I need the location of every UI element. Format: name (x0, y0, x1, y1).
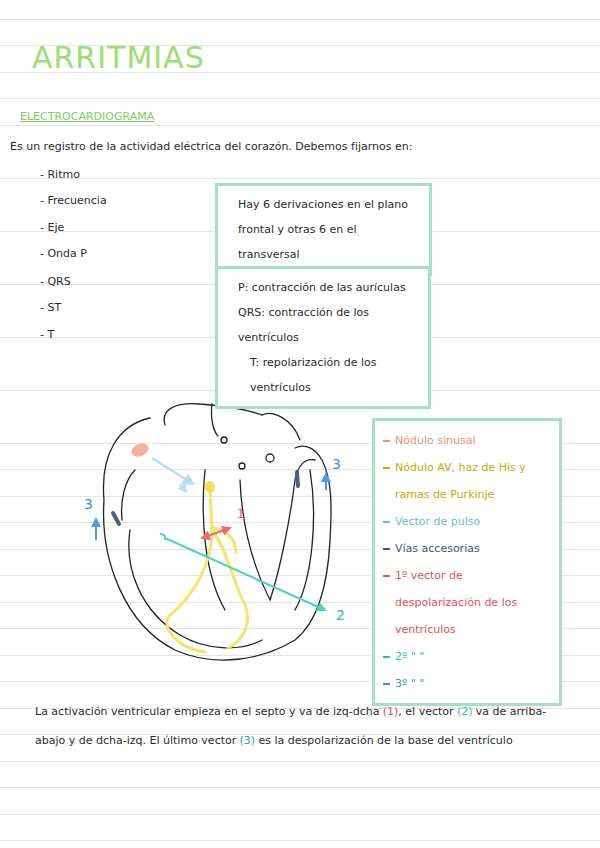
note-text: T: repolarización de los ventrículos (228, 350, 418, 400)
pulse-vector (152, 458, 193, 484)
paragraph-text: (1) (383, 705, 399, 718)
list-item: - Frecuencia (40, 194, 107, 207)
second-vector (160, 534, 165, 540)
legend-swatch (383, 467, 390, 469)
legend-text: Nódulo AV, haz de His y ramas de Purkinj… (395, 454, 551, 508)
legend-text: Vector de pulso (395, 508, 480, 535)
accessory-path (113, 513, 119, 524)
second-vector (165, 538, 325, 610)
legend-swatch (383, 656, 390, 658)
pulse-vector (180, 484, 186, 492)
note-text: P: contracción de las aurículas (228, 275, 418, 300)
accessory-path (297, 472, 298, 486)
first-vector (202, 528, 230, 538)
legend-row: Nódulo AV, haz de His y ramas de Purkinj… (383, 454, 551, 508)
list-item: - Ritmo (40, 168, 80, 181)
callout-number: 2 (336, 607, 345, 623)
av-node (205, 481, 215, 493)
list-item: - Eje (40, 221, 64, 234)
note-box: Hay 6 derivaciones en el plano frontal y… (215, 183, 432, 276)
legend-text: Vías accesorias (395, 535, 480, 562)
legend-row: Vías accesorias (383, 535, 551, 562)
callout-number: 1 (237, 507, 245, 521)
conduction-path (167, 490, 248, 652)
third-vector (325, 474, 327, 490)
list-item: - T (40, 328, 54, 341)
sinus-node (129, 441, 150, 459)
note-box: P: contracción de las aurículasQRS: cont… (215, 266, 431, 409)
callout-number: 3 (84, 496, 93, 512)
paragraph-text: (2) (457, 705, 473, 718)
intro-text: Es un registro de la actividad eléctrica… (10, 140, 570, 153)
callout-number: 3 (332, 456, 341, 472)
legend-box: Nódulo sinusalNódulo AV, haz de His y ra… (372, 418, 562, 706)
paragraph-text: La activación ventricular empieza en el … (35, 705, 379, 718)
section-heading: ELECTROCARDIOGRAMA (20, 110, 154, 123)
legend-row: Nódulo sinusal (383, 427, 551, 454)
heart-outline (103, 404, 331, 660)
legend-swatch (383, 575, 390, 577)
legend-row: 1º vector de despolarización de los vent… (383, 562, 551, 643)
legend-text: Nódulo sinusal (395, 427, 475, 454)
legend-swatch (383, 440, 390, 442)
legend-text: 2º " " (395, 643, 424, 670)
list-item: - Onda P (40, 247, 87, 260)
paragraph-text: es la despolarización de la base del ven… (258, 734, 512, 747)
legend-row: Vector de pulso (383, 508, 551, 535)
legend-text: 1º vector de despolarización de los vent… (395, 562, 551, 643)
paragraph-text: , el vector (398, 705, 453, 718)
list-item: - ST (40, 301, 61, 314)
note-text: QRS: contracción de los ventrículos (228, 300, 418, 350)
list-item: - QRS (40, 275, 71, 288)
legend-row: 2º " " (383, 643, 551, 670)
legend-swatch (383, 548, 390, 550)
third-vector (95, 519, 97, 540)
legend-row: 3º " " (383, 670, 551, 697)
paragraph-text: (3) (240, 734, 256, 747)
legend-swatch (383, 683, 390, 685)
legend-swatch (383, 521, 390, 523)
note-text: Hay 6 derivaciones en el plano frontal y… (228, 192, 419, 267)
page-title: ARRITMIAS (32, 40, 205, 75)
legend-text: 3º " " (395, 670, 424, 697)
